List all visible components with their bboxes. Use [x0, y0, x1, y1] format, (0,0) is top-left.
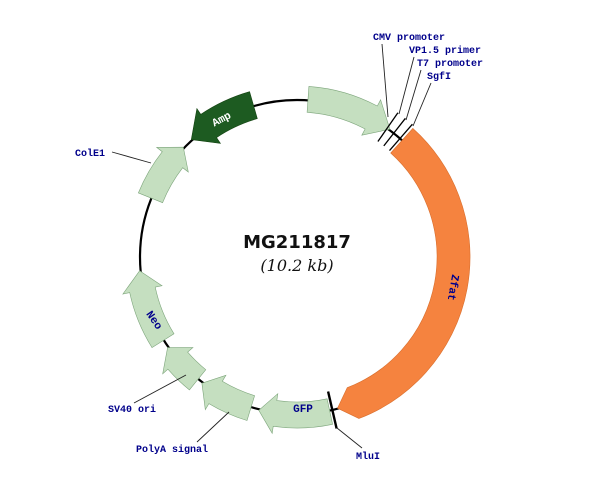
feature-cole1	[138, 146, 189, 204]
site-tick-vp15-primer	[377, 112, 399, 142]
label-cmv-promoter: CMV promoter	[373, 33, 445, 44]
plasmid-size: (10.2 kb)	[260, 256, 333, 275]
site-tick-t7-promoter	[383, 117, 406, 147]
callout-line-t7-promoter	[405, 69, 422, 121]
label-zfat: Zfat	[444, 273, 460, 301]
label-cole1: ColE1	[75, 148, 105, 160]
label-t7-promoter: T7 promoter	[417, 59, 483, 70]
label-sv40-ori: SV40 ori	[108, 404, 156, 416]
feature-cmv-promoter	[306, 86, 391, 136]
label-mlui: MluI	[356, 451, 380, 463]
site-tick-sgfi	[389, 123, 413, 152]
feature-neo	[122, 270, 175, 349]
feature-polya-signal	[201, 374, 255, 421]
callout-line-sgfi	[412, 82, 432, 127]
label-polya-signal: PolyA signal	[136, 444, 208, 456]
site-tick-mlui	[326, 391, 338, 429]
callout-line-cmv-promoter	[381, 43, 389, 118]
callout-line-sv40-ori	[133, 374, 187, 404]
callout-line-cole1	[111, 151, 152, 164]
callout-line-vp15-primer	[398, 56, 415, 115]
label-gfp: GFP	[293, 404, 313, 416]
feature-zfat	[337, 127, 471, 419]
label-vp15-primer: VP1.5 primer	[409, 45, 481, 57]
plasmid-name: MG211817	[243, 232, 351, 253]
callout-line-polya-signal	[196, 411, 230, 443]
callout-line-mlui	[336, 427, 363, 449]
feature-gfp	[258, 392, 333, 435]
label-sgfi: SgfI	[427, 71, 451, 83]
feature-sv40-ori	[162, 347, 207, 391]
feature-amp	[190, 91, 258, 144]
